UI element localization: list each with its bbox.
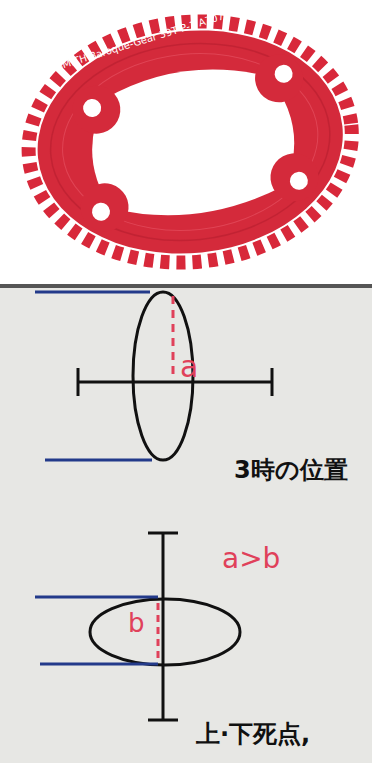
note-text: 3時の位置 [234, 458, 348, 482]
whiteboard [0, 284, 372, 763]
dimension-letter: b [128, 610, 145, 636]
note-text: 上·下死点, [196, 722, 310, 746]
relation-text: a>b [222, 545, 280, 573]
chainring [17, 6, 364, 279]
dimension-letter: a [180, 352, 198, 382]
